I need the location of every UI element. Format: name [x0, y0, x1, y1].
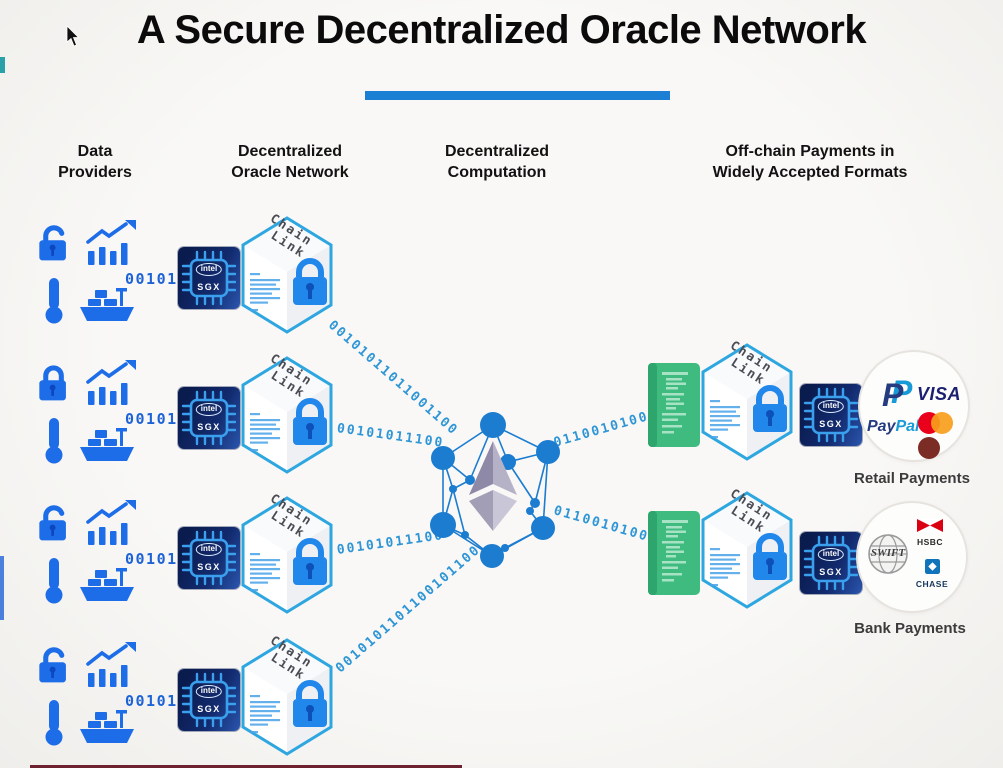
payment-processing-row: Chain Link intel SGX — [648, 485, 1003, 620]
chip-icon — [800, 532, 862, 594]
intel-logo: intel — [195, 685, 223, 698]
intel-logo: intel — [817, 548, 845, 561]
chip-icon — [178, 669, 240, 731]
chainlink-node-cube: Chain Link — [237, 490, 337, 617]
intel-sgx-chip: intel SGX — [178, 669, 240, 731]
paypal-wordmark: PayPal — [867, 418, 920, 435]
title-underline — [365, 91, 670, 100]
sgx-label: SGX — [197, 704, 221, 714]
closed-lock-icon — [32, 360, 76, 406]
page-title: A Secure Decentralized Oracle Network — [136, 8, 867, 52]
screen-artifact-teal — [0, 57, 5, 73]
retail-payments-label: Retail Payments — [854, 470, 970, 487]
binary-label: 00101 — [125, 550, 178, 568]
sgx-label: SGX — [819, 567, 843, 577]
column-header-offchain-payments: Off-chain Payments in Widely Accepted Fo… — [712, 143, 908, 181]
ethereum-logo — [469, 441, 517, 531]
sgx-label: SGX — [197, 282, 221, 292]
intel-sgx-chip: intel SGX — [178, 247, 240, 309]
intel-sgx-chip: intel SGX — [800, 384, 862, 446]
retail-payments-badge: P P VISA PayPal — [858, 350, 970, 462]
swift-logo: SWIFT — [865, 531, 911, 577]
chase-logo: CHASE — [915, 559, 949, 589]
smart-contract-icon — [648, 363, 700, 447]
chip-icon — [800, 384, 862, 446]
thermometer-icon — [39, 276, 69, 324]
chainlink-node-cube: Chain Link — [237, 632, 337, 759]
paypal-icon: P P — [882, 374, 913, 413]
chainlink-node-cube: Chain Link — [237, 210, 337, 337]
chart-icon — [82, 360, 138, 406]
column-header-data-providers: Data Providers — [58, 143, 132, 181]
provider-row: 00101 intel SGX Chain Link — [0, 490, 345, 625]
chip-icon — [178, 387, 240, 449]
smart-contract-icon — [648, 511, 700, 595]
sgx-label: SGX — [197, 562, 221, 572]
payment-processing-row: Chain Link intel SGX — [648, 337, 1003, 472]
data-provider-icons — [30, 220, 138, 326]
open-lock-icon — [32, 500, 76, 546]
chainlink-node-cube: Chain Link — [237, 350, 337, 477]
chart-icon — [82, 500, 138, 546]
intel-sgx-chip: intel SGX — [178, 527, 240, 589]
thermometer-icon — [39, 416, 69, 464]
binary-label: 00101 — [125, 410, 178, 428]
provider-row: 00101 intel SGX Chain Link — [0, 210, 345, 345]
chainlink-node-cube: Chain Link — [697, 337, 797, 464]
provider-row: 00101 intel SGX Chain Link — [0, 632, 345, 767]
mouse-cursor — [66, 26, 80, 47]
ethereum-network-graph — [430, 412, 560, 568]
bank-payments-badge: SWIFT HSBC CHASE — [856, 501, 968, 613]
chip-icon — [178, 247, 240, 309]
mastercard-icon — [918, 412, 962, 459]
column-header-oracle-network: Decentralized Oracle Network — [231, 143, 349, 181]
mastercard-orange-circle — [931, 412, 953, 434]
data-provider-icons — [30, 500, 138, 606]
binary-label: 00101 — [125, 692, 178, 710]
hsbc-mark-icon — [917, 519, 943, 532]
intel-sgx-chip: intel SGX — [178, 387, 240, 449]
chainlink-node-cube: Chain Link — [697, 485, 797, 612]
binary-label: 00101 — [125, 270, 178, 288]
provider-row: 00101 intel SGX Chain Link — [0, 350, 345, 485]
intel-sgx-chip: intel SGX — [800, 532, 862, 594]
thermometer-icon — [39, 556, 69, 604]
chart-icon — [82, 642, 138, 688]
sgx-label: SGX — [197, 422, 221, 432]
globe-icon — [868, 534, 908, 574]
data-provider-icons — [30, 360, 138, 466]
chase-mark-icon — [924, 559, 940, 574]
bank-payments-label: Bank Payments — [854, 620, 966, 637]
mastercard-wordmark-bar — [918, 437, 940, 459]
sgx-label: SGX — [819, 419, 843, 429]
screen-artifact-blue — [0, 556, 4, 620]
intel-logo: intel — [195, 543, 223, 556]
data-provider-icons — [30, 642, 138, 748]
chip-icon — [178, 527, 240, 589]
visa-logo: VISA — [917, 384, 962, 404]
screen-artifact-maroon — [30, 765, 462, 768]
column-header-computation: Decentralized Computation — [444, 143, 550, 181]
intel-logo: intel — [195, 263, 223, 276]
open-lock-icon — [32, 642, 76, 688]
chart-icon — [82, 220, 138, 266]
open-lock-icon — [32, 220, 76, 266]
intel-logo: intel — [817, 400, 845, 413]
hsbc-logo: HSBC — [913, 519, 947, 547]
intel-logo: intel — [195, 403, 223, 416]
thermometer-icon — [39, 698, 69, 746]
